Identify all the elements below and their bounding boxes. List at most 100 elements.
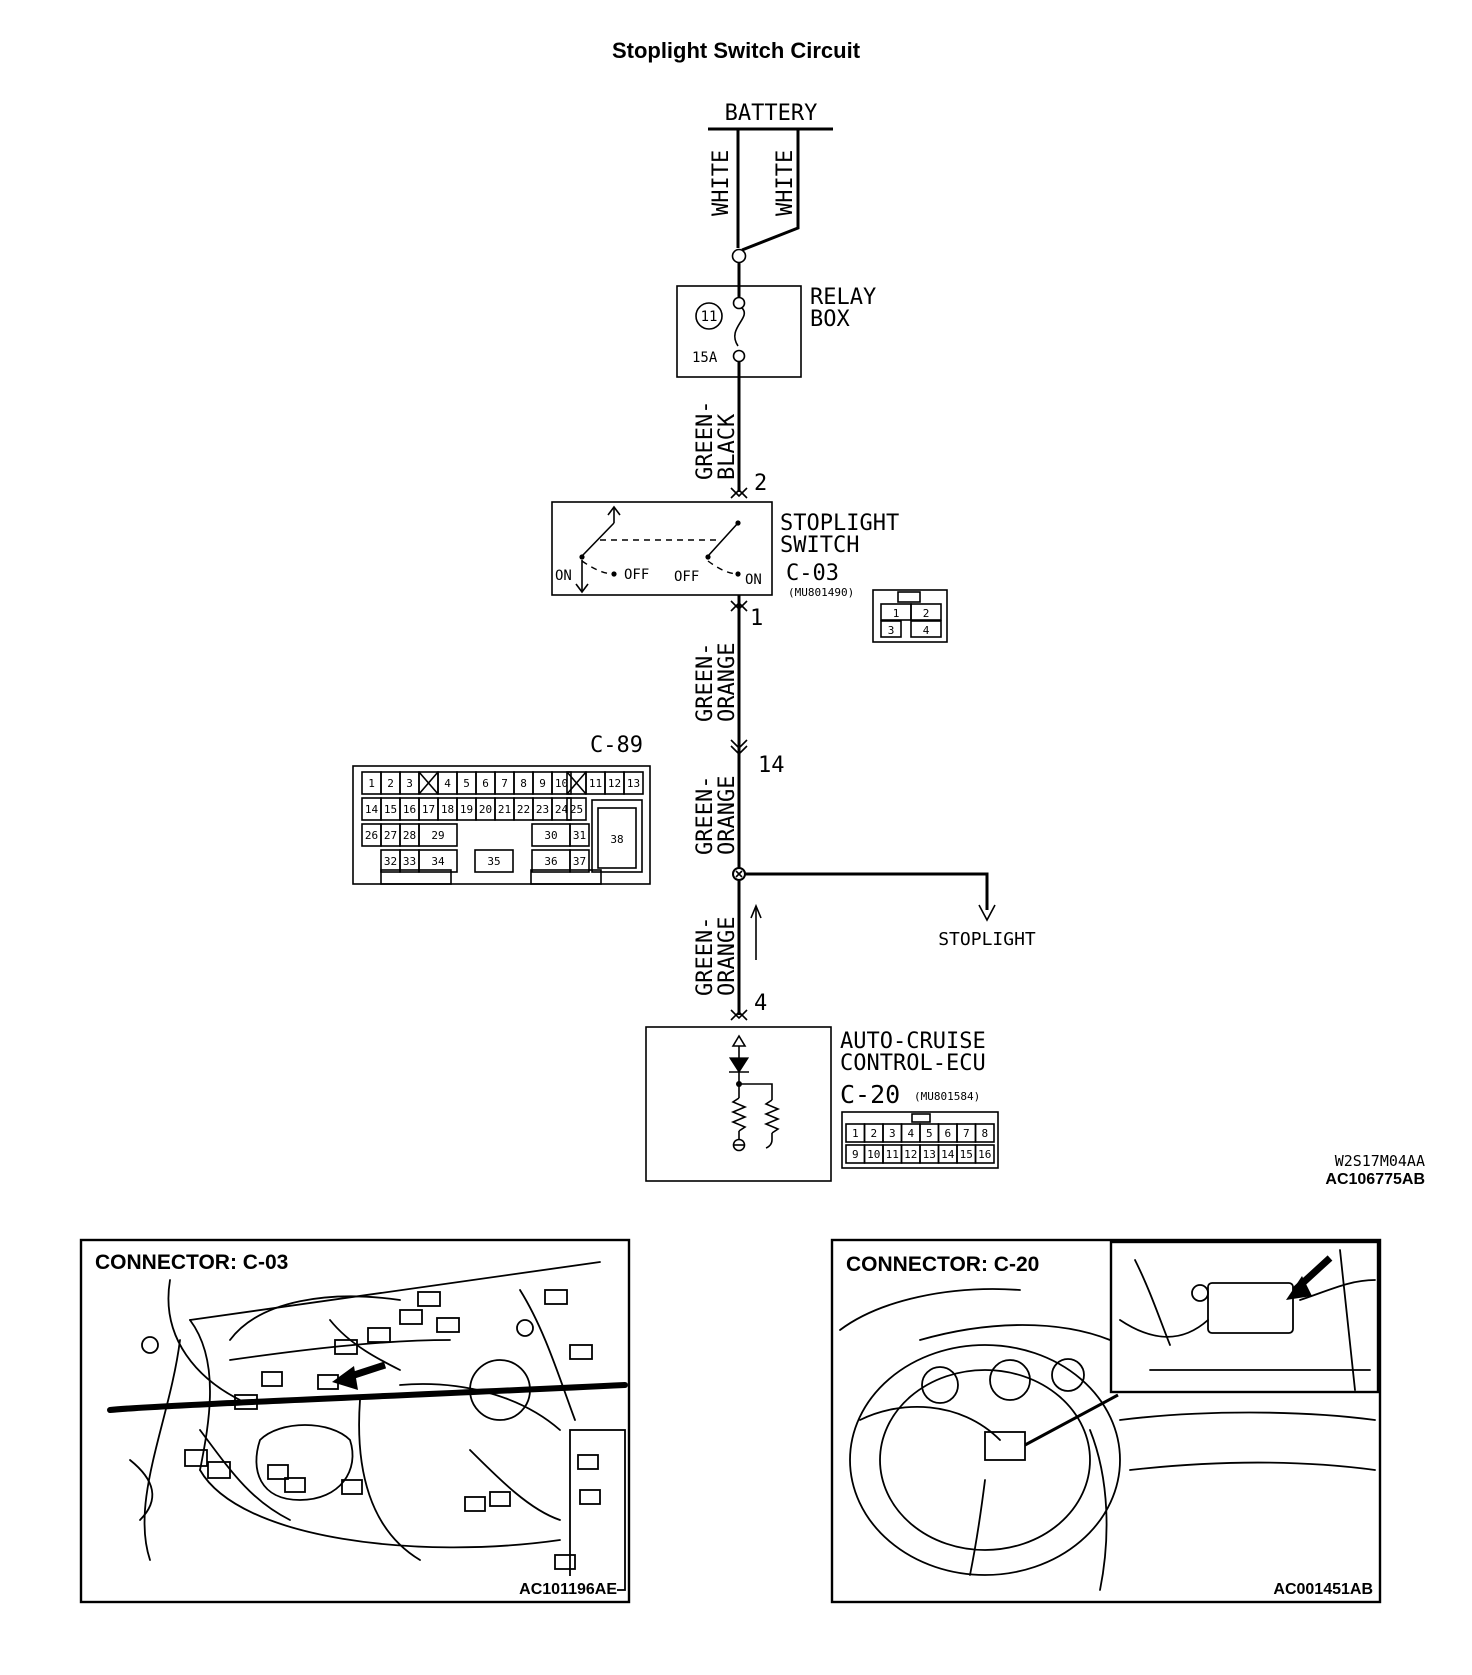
ecu-part-number: (MU801584)	[914, 1090, 980, 1103]
connector-face-c03: 1 2 3 4	[872, 589, 948, 643]
c20-pin-8: 8	[981, 1127, 988, 1140]
switch-state-off-right: OFF	[674, 569, 699, 585]
c89-pin-13: 13	[627, 777, 640, 790]
c89-pin-8: 8	[520, 777, 527, 790]
c03-pin-2: 2	[923, 607, 930, 620]
c89-pin-30: 30	[544, 829, 557, 842]
c03-pin-4: 4	[923, 624, 930, 637]
auto-cruise-ecu: AUTO-CRUISE CONTROL-ECU C-20 (MU801584)	[645, 1026, 986, 1182]
splice-point	[731, 248, 747, 264]
c89-pin-6: 6	[482, 777, 489, 790]
ecu-connector-code: C-20	[840, 1080, 900, 1109]
c20-pin-2: 2	[870, 1127, 877, 1140]
c89-pin-4: 4	[444, 777, 451, 790]
wire-label-green-orange-b2: ORANGE	[715, 776, 740, 855]
stoplight-label: STOPLIGHT	[938, 929, 1036, 950]
c20-pin-16: 16	[978, 1148, 991, 1161]
c89-pin-24: 24	[555, 803, 569, 816]
right-panel-title: CONNECTOR: C-20	[846, 1253, 1039, 1276]
c20-pin-6: 6	[944, 1127, 951, 1140]
c89-pin-34-cell	[418, 849, 458, 873]
green-orange-wire-a: 1 GREEN- ORANGE 14 GREEN- ORANGE	[693, 595, 785, 870]
c20-pin-13: 13	[923, 1148, 936, 1161]
c89-pin-35-cell	[474, 849, 514, 873]
c03-pin-1: 1	[893, 607, 900, 620]
c89-outline	[352, 765, 651, 885]
c20-pin-12: 12	[904, 1148, 917, 1161]
c20-pin-3: 3	[889, 1127, 896, 1140]
resistor-icon-left	[730, 1097, 748, 1132]
c89-pin-11: 11	[589, 777, 602, 790]
white-wires: WHITE WHITE	[709, 129, 800, 264]
ecu-pin-number: 4	[754, 991, 767, 1016]
wire-label-white-1: WHITE	[709, 150, 734, 216]
switch-pin-top: 2	[754, 471, 767, 496]
c20-outline	[841, 1111, 999, 1169]
c20-pin-5: 5	[926, 1127, 933, 1140]
c89-pin-13-cell	[623, 771, 644, 795]
c89-pin-25: 25	[570, 803, 583, 816]
relay-box-label-1: RELAY	[810, 285, 876, 310]
c89-pin-24-cell	[551, 797, 572, 821]
dashboard-sketch-left	[107, 1261, 628, 1591]
page-title: Stoplight Switch Circuit	[612, 38, 861, 63]
battery-label: BATTERY	[725, 101, 818, 126]
stoplight-branch: STOPLIGHT	[732, 867, 1036, 950]
c20-pin-15: 15	[960, 1148, 973, 1161]
c89-pin-2: 2	[387, 777, 394, 790]
c20-pin-14: 14	[941, 1148, 955, 1161]
wire-label-green-orange-c2: ORANGE	[715, 917, 740, 996]
c89-pin-10: 10	[555, 777, 568, 790]
wire-label-green-black-2: BLACK	[715, 413, 740, 480]
wire-label-green-black-1: GREEN-	[693, 401, 718, 480]
right-panel-code: AC001451AB	[1273, 1581, 1373, 1598]
c89-pin-10-cell	[551, 771, 572, 795]
c89-pin-26: 26	[365, 829, 378, 842]
ecu-label-1: AUTO-CRUISE	[840, 1029, 986, 1054]
c89-pin-number: 14	[758, 753, 785, 778]
resistor-icon-right	[763, 1099, 781, 1134]
switch-pin-bottom: 1	[750, 606, 763, 631]
diode-icon	[728, 1057, 750, 1074]
battery-terminal: BATTERY	[708, 101, 833, 131]
c89-pin-31-cell	[569, 823, 590, 847]
ecu-label-2: CONTROL-ECU	[840, 1051, 986, 1076]
c89-pin-22: 22	[517, 803, 530, 816]
connector-chevron	[730, 487, 748, 498]
c89-pin-27: 27	[384, 829, 397, 842]
wire-label-green-orange-a2: ORANGE	[715, 643, 740, 722]
c20-pin-11: 11	[886, 1148, 899, 1161]
c89-pin-25-cell	[566, 797, 587, 821]
c89-pin-31: 31	[573, 829, 586, 842]
c89-pin-9: 9	[539, 777, 546, 790]
c03-pin-3: 3	[888, 624, 895, 637]
wire-label-green-orange-b1: GREEN-	[693, 776, 718, 855]
c20-pin-7: 7	[963, 1127, 970, 1140]
wire-label-green-orange-c1: GREEN-	[693, 917, 718, 996]
relay-box: 11 15A RELAY BOX	[676, 262, 876, 378]
c20-pin-16-cell	[974, 1144, 995, 1164]
c89-pin-3-cell	[399, 771, 420, 795]
panel-connector-c20: CONNECTOR: C-20 AC001451AB	[830, 1238, 1382, 1604]
diagram-code-1: W2S17M04AA	[1335, 1152, 1425, 1170]
stoplight-switch: ON OFF OFF ON STOPLIGHT SWITCH C-03 (MU8…	[551, 501, 899, 599]
c20-pin-4: 4	[907, 1127, 914, 1140]
left-panel-code: AC101196AE	[519, 1581, 617, 1598]
c89-pin-15: 15	[384, 803, 397, 816]
fuse-number: 11	[701, 309, 718, 325]
fuse-terminal-top	[732, 296, 746, 310]
c20-pin-1: 1	[852, 1127, 859, 1140]
c89-pin-1: 1	[368, 777, 375, 790]
switch-state-on-right: ON	[745, 572, 762, 588]
c89-pin-35: 35	[487, 855, 500, 868]
switch-connector-code: C-03	[786, 561, 839, 586]
wire-label-green-orange-a1: GREEN-	[693, 643, 718, 722]
c89-pin-5: 5	[463, 777, 470, 790]
fuse-terminal-bottom	[732, 349, 746, 363]
c89-pin-21: 21	[498, 803, 511, 816]
inset-detail-box	[1109, 1240, 1380, 1394]
c89-pin-19: 19	[460, 803, 473, 816]
